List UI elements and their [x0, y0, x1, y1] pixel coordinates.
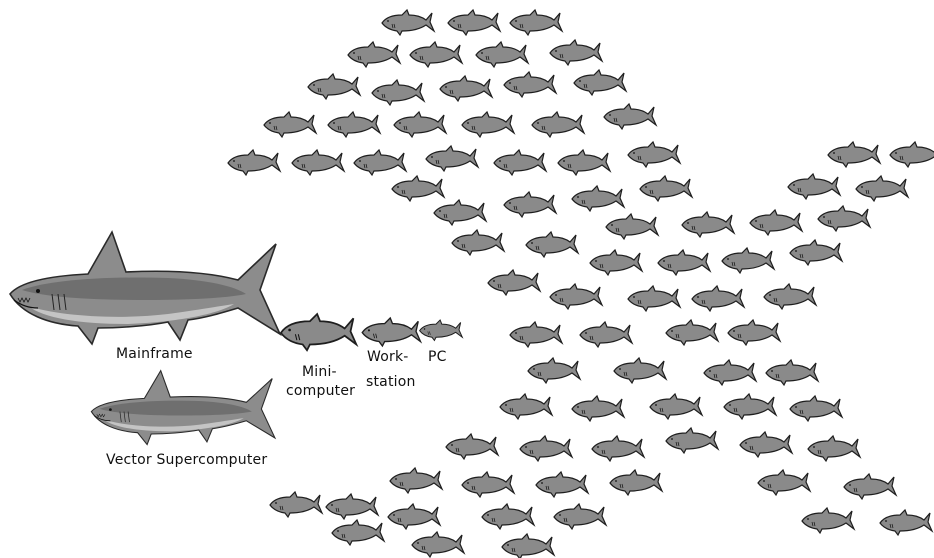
- fish-icon: [650, 394, 702, 419]
- fish-icon: [890, 142, 934, 167]
- fish-icon: [580, 322, 632, 347]
- fish-icon: [510, 10, 562, 35]
- fish-icon: [528, 358, 580, 383]
- fish-icon: [828, 142, 880, 167]
- fish-icon: [308, 74, 360, 99]
- fish-icon: [808, 436, 860, 461]
- fish-icon: [764, 284, 816, 309]
- fish-icon: [488, 270, 540, 295]
- fish-icon: [332, 520, 384, 545]
- fish-icon: [692, 286, 744, 311]
- fish-icon: [504, 192, 556, 217]
- fish-icon: [434, 200, 486, 225]
- fish-icon: [348, 42, 400, 67]
- vector-supercomputer-shark-icon: [91, 371, 275, 445]
- fish-icon: [606, 214, 658, 239]
- fish-icon: [628, 286, 680, 311]
- pc-fish-icon: [420, 320, 463, 341]
- fish-icon: [666, 320, 718, 345]
- fish-icon: [502, 534, 554, 558]
- fish-icon: [500, 394, 552, 419]
- fish-icon: [572, 396, 624, 421]
- workstation-fish-icon: [362, 318, 420, 346]
- fish-icon: [390, 468, 442, 493]
- fish-icon: [270, 492, 322, 517]
- fish-icon: [722, 248, 774, 273]
- fish-icon: [640, 176, 692, 201]
- fish-icon: [394, 112, 446, 137]
- fish-icon: [228, 150, 280, 175]
- fish-icon: [682, 212, 734, 237]
- fish-icon: [452, 230, 504, 255]
- fish-icon: [802, 508, 854, 533]
- fish-icon: [666, 428, 718, 453]
- workstation-label-line1: Work-: [367, 349, 409, 366]
- fish-icon: [628, 142, 680, 167]
- fish-icon: [724, 394, 776, 419]
- fish-icon: [750, 210, 802, 235]
- fish-icon: [426, 146, 478, 171]
- fish-icon: [574, 70, 626, 95]
- fish-icon: [590, 250, 642, 275]
- fish-icon: [558, 150, 610, 175]
- minicomputer-label-line2: computer: [286, 383, 355, 400]
- fish-icon: [446, 434, 498, 459]
- fish-icon: [412, 532, 464, 557]
- fish-icon: [462, 112, 514, 137]
- fish-icon: [448, 10, 500, 35]
- workstation-label-line2: station: [366, 374, 416, 391]
- fish-icon: [550, 284, 602, 309]
- fish-icon: [880, 510, 932, 535]
- fish-icon: [818, 206, 870, 231]
- fish-icon: [614, 358, 666, 383]
- fish-icon: [572, 186, 624, 211]
- fish-icon: [482, 504, 534, 529]
- fish-icon: [328, 112, 380, 137]
- fish-icon: [610, 470, 662, 495]
- minicomputer-label-line1: Mini-: [302, 364, 337, 381]
- pc-label: PC: [428, 349, 447, 366]
- fish-icon: [264, 112, 316, 137]
- fish-icon: [790, 396, 842, 421]
- fish-icon: [494, 150, 546, 175]
- mainframe-label: Mainframe: [116, 346, 193, 363]
- mainframe-shark-icon: [10, 232, 280, 344]
- fish-icon: [410, 42, 462, 67]
- fish-icon: [532, 112, 584, 137]
- minicomputer-fish-icon: [281, 314, 356, 350]
- fish-icon: [462, 472, 514, 497]
- fish-icon: [476, 42, 528, 67]
- fish-icon: [510, 322, 562, 347]
- fish-icon: [844, 474, 896, 499]
- fish-icon: [592, 436, 644, 461]
- fish-icon: [526, 232, 578, 257]
- fish-icon: [856, 176, 908, 201]
- fish-icon: [790, 240, 842, 265]
- fish-icon: [354, 150, 406, 175]
- fish-icon: [788, 174, 840, 199]
- fish-icon: [292, 150, 344, 175]
- fish-icon: [372, 80, 424, 105]
- vector-supercomputer-label: Vector Supercomputer: [106, 452, 267, 469]
- fish-icon: [554, 504, 606, 529]
- fish-icon: [440, 76, 492, 101]
- fish-icon: [382, 10, 434, 35]
- fish-icon: [388, 504, 440, 529]
- fish-icon: [658, 250, 710, 275]
- fish-icon: [758, 470, 810, 495]
- fish-icon: [520, 436, 572, 461]
- fish-icon: [326, 494, 378, 519]
- fish-icon: [536, 472, 588, 497]
- fish-icon: [728, 320, 780, 345]
- fish-icon: [604, 104, 656, 129]
- fish-icon: [704, 360, 756, 385]
- fish-icon: [740, 432, 792, 457]
- fish-icon: [504, 72, 556, 97]
- fish-icon: [550, 40, 602, 65]
- fish-icon: [392, 176, 444, 201]
- fish-icon: [766, 360, 818, 385]
